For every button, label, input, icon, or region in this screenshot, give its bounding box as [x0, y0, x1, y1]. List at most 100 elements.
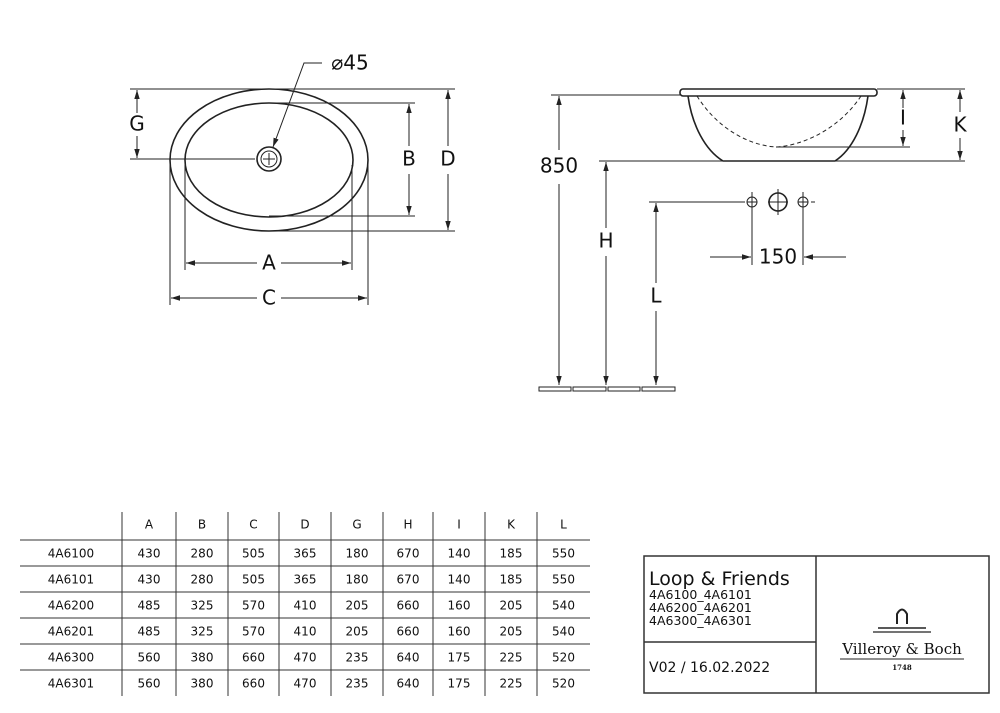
table-header: H	[403, 518, 412, 532]
table-cell: 185	[500, 573, 523, 587]
table-cell: 180	[346, 547, 369, 561]
product-code: 4A6100_4A6101	[649, 587, 752, 602]
table-cell: 560	[138, 651, 161, 665]
drain-icon	[256, 146, 282, 172]
table-cell: 540	[552, 625, 575, 639]
product-code: 4A6300_4A6301	[649, 613, 752, 628]
table-cell: 660	[397, 625, 420, 639]
table-cell: 325	[191, 625, 214, 639]
basin-bowl	[687, 95, 869, 162]
table-header: A	[145, 518, 154, 532]
table-cell: 430	[138, 547, 161, 561]
table-cell: 540	[552, 599, 575, 613]
table-header: I	[457, 518, 461, 532]
table-header: L	[560, 518, 567, 532]
dimension-label-k: K	[953, 113, 967, 137]
title-block: Loop & Friends 4A6100_4A6101 4A6200_4A62…	[643, 555, 990, 694]
table-cell: 640	[397, 677, 420, 691]
table-cell: 365	[294, 573, 317, 587]
table-cell: 660	[242, 651, 265, 665]
product-name: Loop & Friends	[649, 568, 790, 590]
basin-rim	[679, 88, 878, 97]
table-cell: 205	[346, 599, 369, 613]
table-cell: 660	[242, 677, 265, 691]
table-cell: 670	[397, 573, 420, 587]
table-cell: 410	[294, 625, 317, 639]
table-cell: 570	[242, 625, 265, 639]
dimension-label-150: 150	[759, 245, 797, 269]
table-cell: 380	[191, 677, 214, 691]
table-cell: 570	[242, 599, 265, 613]
table-header: C	[249, 518, 257, 532]
dimensions-table: A B C D G H I K L 4A6100 430 280 505 365 180 670 140 185 5…	[20, 512, 590, 696]
dimension-label-b: B	[402, 147, 416, 171]
table-cell: 560	[138, 677, 161, 691]
dimension-label-d: D	[440, 147, 455, 171]
table-cell: 505	[242, 547, 265, 561]
drain-leader	[272, 62, 322, 148]
table-cell: 185	[500, 547, 523, 561]
dimension-label-l: L	[650, 284, 662, 308]
table-cell: 205	[500, 599, 523, 613]
table-cell: 175	[448, 651, 471, 665]
table-cell: 550	[552, 573, 575, 587]
table-cell: 640	[397, 651, 420, 665]
product-code: 4A6200_4A6201	[649, 600, 752, 615]
table-cell: 160	[448, 599, 471, 613]
brand-logo: Villeroy & Boch 1748	[840, 608, 964, 672]
table-cell: 180	[346, 573, 369, 587]
table-cell: 505	[242, 573, 265, 587]
top-view: ⌀45 G B D A C	[129, 51, 455, 310]
table-cell: 365	[294, 547, 317, 561]
table-cell: 325	[191, 599, 214, 613]
table-row-model: 4A6301	[48, 677, 94, 691]
table-header: G	[352, 518, 361, 532]
floor	[538, 386, 676, 392]
table-cell: 280	[191, 547, 214, 561]
table-cell: 160	[448, 625, 471, 639]
dimension-label-h: H	[598, 229, 613, 253]
table-cell: 470	[294, 651, 317, 665]
table-row-model: 4A6200	[48, 599, 94, 613]
brand-year: 1748	[892, 663, 912, 672]
version-date: V02 / 16.02.2022	[649, 660, 770, 676]
dimension-label-g: G	[129, 112, 145, 136]
table-cell: 140	[448, 573, 471, 587]
dimension-label-i: I	[900, 106, 906, 130]
table-cell: 235	[346, 677, 369, 691]
table-row-model: 4A6300	[48, 651, 94, 665]
table-cell: 140	[448, 547, 471, 561]
side-view: 850 H L 150 I K	[538, 88, 967, 392]
table-cell: 470	[294, 677, 317, 691]
table-row-model: 4A6201	[48, 625, 94, 639]
table-cell: 660	[397, 599, 420, 613]
table-cell: 380	[191, 651, 214, 665]
table-cell: 205	[500, 625, 523, 639]
table-cell: 520	[552, 677, 575, 691]
table-row-model: 4A6101	[48, 573, 94, 587]
drain-diameter-label: ⌀45	[331, 51, 369, 75]
brand-name: Villeroy & Boch	[841, 640, 962, 658]
table-cell: 430	[138, 573, 161, 587]
table-header: K	[507, 518, 516, 532]
table-cell: 235	[346, 651, 369, 665]
table-header: B	[198, 518, 206, 532]
dimension-label-850: 850	[540, 154, 578, 178]
table-cell: 485	[138, 625, 161, 639]
table-cell: 225	[500, 651, 523, 665]
table-cell: 175	[448, 677, 471, 691]
table-cell: 205	[346, 625, 369, 639]
table-row-model: 4A6100	[48, 547, 94, 561]
basin-inner-dashed	[696, 95, 862, 148]
dimension-label-c: C	[262, 286, 276, 310]
table-cell: 410	[294, 599, 317, 613]
drain-hole-icon	[768, 189, 788, 215]
table-cell: 280	[191, 573, 214, 587]
table-cell: 520	[552, 651, 575, 665]
dimension-label-a: A	[262, 251, 276, 275]
table-cell: 225	[500, 677, 523, 691]
table-cell: 550	[552, 547, 575, 561]
table-header: D	[300, 518, 309, 532]
tap-hole-icon	[797, 192, 815, 265]
